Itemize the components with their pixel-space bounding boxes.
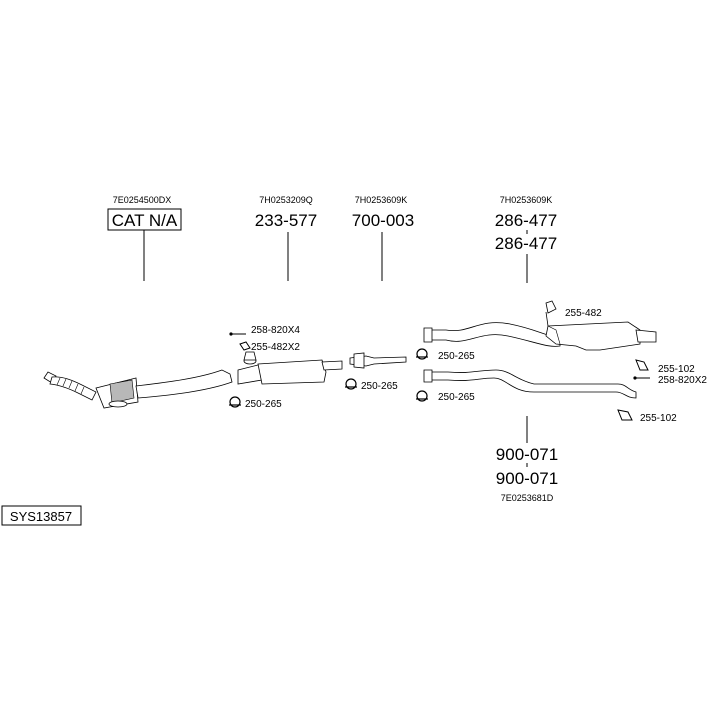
rear-silencer-drawing [545,300,657,351]
part-number-rear-silencer-2[interactable]: 286-477 [495,234,557,253]
clamp-label-250-265-c[interactable]: 250-265 [438,351,475,362]
part-number-tail-pipe-1[interactable]: 900-071 [496,445,558,464]
rear-pipe-upper-drawing [423,322,561,347]
clamp-label-258-820x2[interactable]: 258-820X2 [658,375,707,386]
oem-code-intermediate-pipe: 7H0253609K [355,195,408,205]
catalytic-converter-drawing [43,369,233,409]
clamp-label-250-265-a[interactable]: 250-265 [245,399,282,410]
system-id-box [1,505,82,526]
clamp-label-258-820x4[interactable]: 258-820X4 [251,325,300,336]
clamp-label-250-265-b[interactable]: 250-265 [361,381,398,392]
system-id: SYS13857 [10,509,72,524]
clamp-icons [229,341,650,421]
part-number-front-silencer[interactable]: 233-577 [255,211,317,230]
clamp-label-250-265-d[interactable]: 250-265 [438,392,475,403]
rear-pipe-lower-drawing [423,369,637,399]
front-silencer-drawing [229,332,343,385]
clamp-label-255-482[interactable]: 255-482 [565,308,602,319]
part-number-rear-silencer-1[interactable]: 286-477 [495,211,557,230]
clamp-label-255-482x2[interactable]: 255-482X2 [251,342,300,353]
part-number-tail-pipe-2[interactable]: 900-071 [496,469,558,488]
part-number-cat[interactable]: CAT N/A [112,211,178,230]
clamp-label-255-102-a[interactable]: 255-102 [658,364,695,375]
clamp-label-255-102-b[interactable]: 255-102 [640,413,677,424]
oem-code-cat: 7E0254500DX [113,195,172,205]
intermediate-pipe-drawing [349,352,407,369]
part-number-intermediate-pipe[interactable]: 700-003 [352,211,414,230]
oem-code-tail-pipe: 7E0253681D [501,493,554,503]
oem-code-rear-silencer: 7H0253609K [500,195,553,205]
oem-code-front-silencer: 7H0253209Q [259,195,313,205]
